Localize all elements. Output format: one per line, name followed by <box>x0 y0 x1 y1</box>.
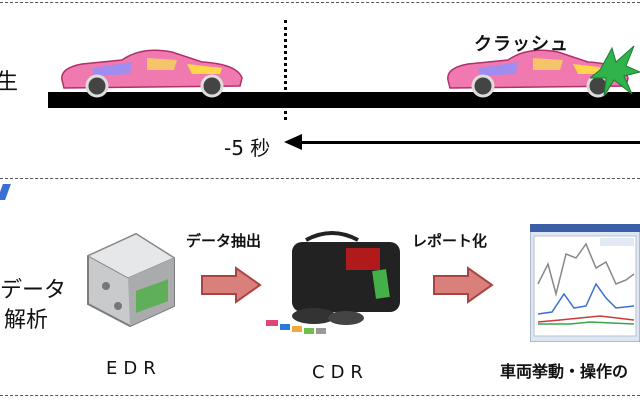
cdr-kit-icon <box>262 220 418 340</box>
time-arrow-head <box>284 134 302 150</box>
top-divider <box>0 2 640 3</box>
report-screen-icon <box>530 224 640 342</box>
edr-device-icon <box>78 226 182 330</box>
right-arrow-icon <box>200 266 262 304</box>
step-extract-label: データ抽出 <box>186 230 261 251</box>
time-arrow-line <box>300 141 640 144</box>
time-marker-line <box>284 20 287 120</box>
step-report-label: レポート化 <box>412 230 487 251</box>
section-marker <box>0 184 11 200</box>
bottom-divider <box>0 395 640 396</box>
report-label: 車両挙動・操作の <box>500 358 628 382</box>
crash-burst-icon <box>590 42 640 98</box>
middle-divider <box>0 178 640 179</box>
timeline-side-label: 生 <box>0 64 18 96</box>
car-icon <box>52 40 252 98</box>
analysis-label-line1: データ <box>0 276 66 306</box>
edr-label: EDR <box>106 358 162 379</box>
right-arrow-icon-2 <box>432 266 494 304</box>
analysis-label-line2: 解析 <box>0 306 66 336</box>
crash-label: クラッシュ <box>474 30 569 56</box>
cdr-label: CDR <box>312 362 369 383</box>
analysis-side-label: データ 解析 <box>0 276 66 336</box>
time-label: -5 秒 <box>224 132 270 161</box>
